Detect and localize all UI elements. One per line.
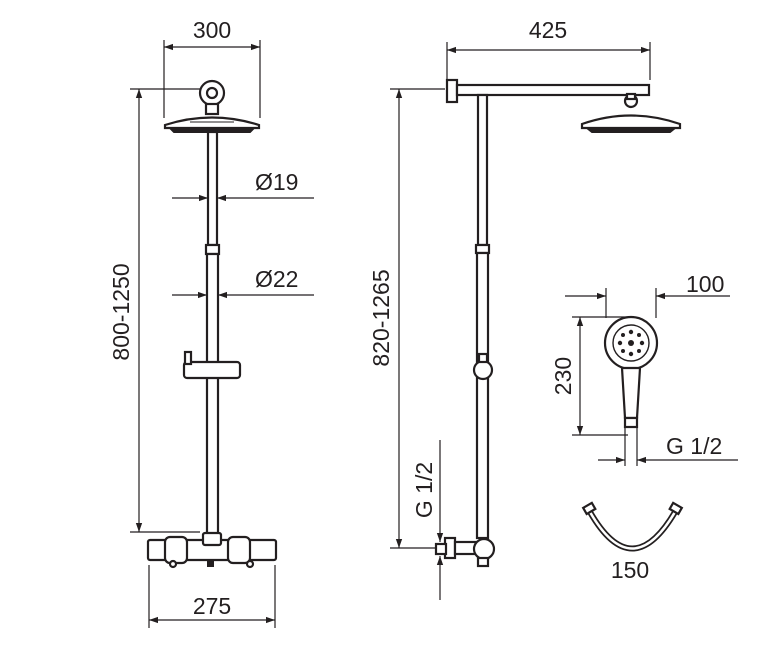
label-diameter-19: Ø19 [255, 169, 298, 195]
label-valve-width: 275 [193, 593, 231, 619]
front-view: 300 Ø19 [108, 17, 314, 628]
front-mount-ring [198, 79, 226, 116]
dim-front-top-width: 300 [163, 17, 261, 118]
front-pipe [182, 130, 242, 536]
side-arm [445, 78, 682, 133]
side-holder [472, 359, 494, 381]
front-holder [182, 360, 242, 380]
side-valve [434, 536, 496, 568]
dim-side-height: 820-1265 [368, 88, 445, 549]
dim-hand-thread: G 1/2 [598, 428, 738, 466]
hand-shower-head [603, 315, 659, 429]
dim-front-pipe-lower: Ø22 [172, 266, 314, 299]
hose-view: 150 [581, 501, 684, 583]
label-hand-length: 230 [550, 357, 576, 395]
dim-front-valve-width: 275 [148, 565, 276, 628]
label-diameter-22: Ø22 [255, 266, 298, 292]
dim-front-pipe-upper: Ø19 [172, 169, 314, 202]
hand-shower-view: 100 230 [550, 271, 738, 466]
dim-hand-length: 230 [550, 316, 628, 436]
front-valve [146, 531, 278, 569]
dim-side-inlet: G 1/2 [411, 440, 444, 600]
dim-side-arm-length: 425 [446, 17, 651, 80]
label-arm-length: 425 [529, 17, 567, 43]
dim-front-height: 800-1250 [108, 88, 200, 533]
label-inlet-thread: G 1/2 [411, 462, 437, 518]
side-pipe [472, 93, 494, 540]
front-shower-head [163, 116, 261, 133]
label-hose-length: 150 [611, 557, 649, 583]
front-holder-knob [183, 350, 193, 366]
dim-hand-head-diameter: 100 [565, 271, 730, 318]
label-head-diameter: 100 [686, 271, 724, 297]
label-height-front: 800-1250 [108, 263, 134, 360]
label-hand-thread: G 1/2 [666, 433, 722, 459]
label-height-side: 820-1265 [368, 269, 394, 366]
label-width-top: 300 [193, 17, 231, 43]
side-view: 425 820-1265 [368, 17, 682, 600]
